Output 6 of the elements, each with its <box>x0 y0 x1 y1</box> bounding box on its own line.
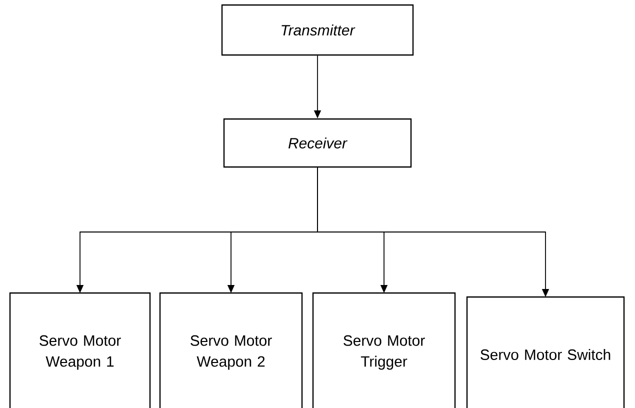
block-box: Receiver <box>223 118 412 168</box>
servo-box: Servo Motor Weapon 2 <box>159 292 303 408</box>
servo-box: Servo Motor Switch <box>466 296 625 408</box>
block-box: Transmitter <box>221 4 414 56</box>
servo-box: Servo Motor Weapon 1 <box>9 292 151 408</box>
servo-box: Servo Motor Trigger <box>312 292 456 408</box>
